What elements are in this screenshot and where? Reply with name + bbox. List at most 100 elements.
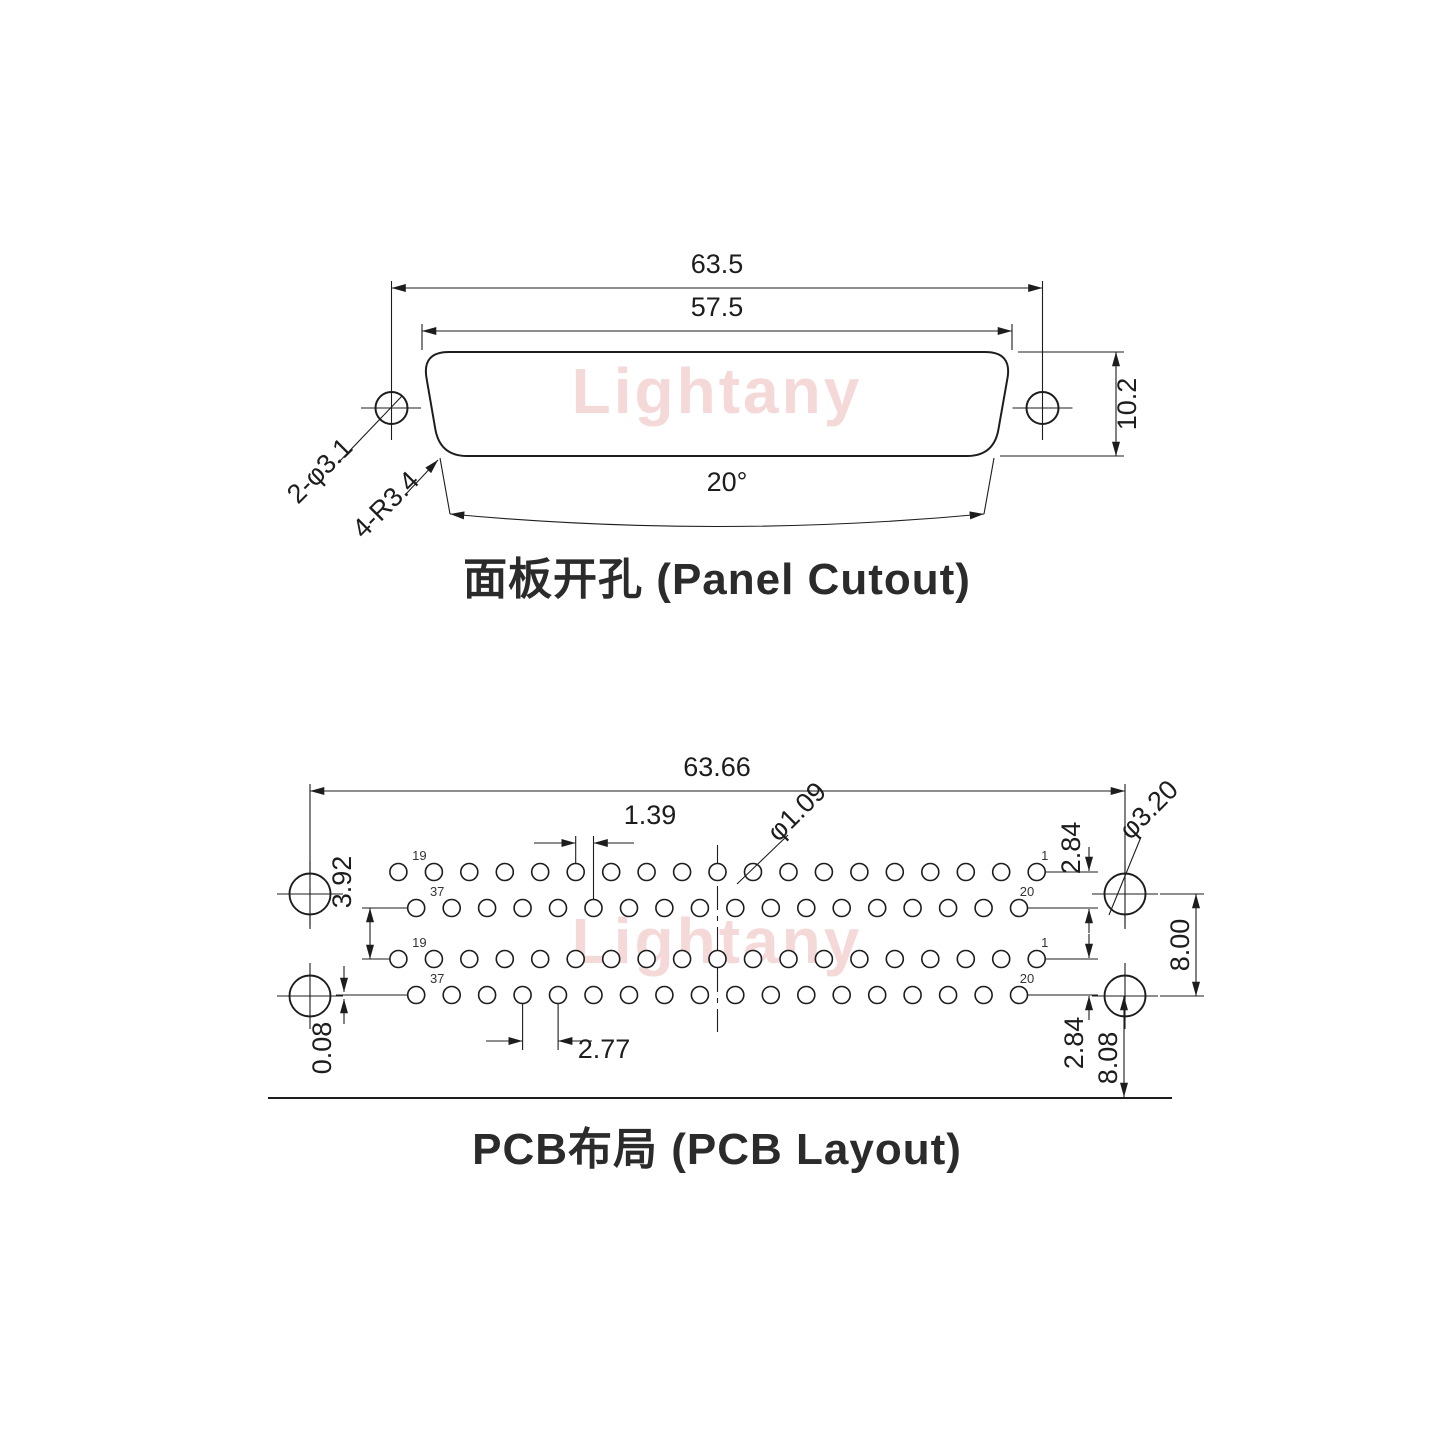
pin-hole: [601, 862, 621, 882]
pcb-row-offset-dim: 1.39: [624, 800, 677, 830]
panel-height-dim: 10.2: [1112, 378, 1142, 431]
pin-number-label-left: 19: [412, 935, 426, 950]
pin-hole: [779, 949, 798, 969]
angle-arc: [449, 511, 985, 528]
pin-hole: [743, 862, 763, 882]
pcb-mount-hole-top-left: [277, 861, 343, 927]
pin-hole: [761, 985, 781, 1005]
watermark-text: Lightany: [572, 355, 863, 427]
pin-hole: [442, 985, 462, 1005]
pin-hole: [903, 985, 922, 1005]
pin-hole: [991, 949, 1011, 969]
pin-hole: [991, 862, 1011, 882]
pin-hole: [796, 985, 816, 1005]
pin-number-label-left: 37: [430, 971, 444, 986]
pin-hole: [938, 985, 958, 1005]
pin-hole: [619, 898, 639, 918]
pin-hole: [1009, 985, 1029, 1005]
pcb-mount-hole-dia-label: φ3.20: [1113, 774, 1184, 845]
pin-hole: [566, 949, 586, 969]
pcb-row-gap-upper-dim: 2.84: [1056, 822, 1086, 875]
pcb-edge-distance-dim: 8.08: [1093, 1032, 1123, 1085]
pin-hole: [814, 949, 834, 969]
leader-line: [404, 459, 439, 496]
pin-hole: [903, 898, 922, 918]
pcb-mount-hole-top-right: [1092, 861, 1158, 927]
pcb-pin-hole-dia-label: φ1.09: [761, 776, 832, 847]
pcb-mount-hole-bottom-left: [277, 963, 343, 1029]
pin-hole: [867, 898, 887, 918]
pin-hole: [850, 949, 869, 969]
pin-number-label-left: 37: [430, 884, 444, 899]
pin-hole: [1027, 862, 1046, 882]
pin-hole: [885, 949, 905, 969]
pin-hole: [548, 985, 568, 1005]
pin-hole: [672, 949, 692, 969]
pin-hole: [974, 898, 993, 918]
pcb-layout-title: PCB布局 (PCB Layout): [472, 1125, 962, 1174]
pin-hole: [1027, 949, 1046, 969]
pin-hole: [708, 862, 727, 882]
pin-hole: [832, 898, 852, 918]
leader-line: [1108, 836, 1142, 916]
pin-hole: [832, 985, 852, 1005]
pcb-port-gap-dim: 3.92: [327, 856, 357, 909]
pin-hole: [655, 898, 674, 918]
pin-hole: [850, 862, 869, 882]
pin-hole: [655, 985, 674, 1005]
pin-hole: [584, 985, 603, 1005]
pcb-pin-pitch-dim: 2.77: [578, 1034, 631, 1064]
pin-number-label-right: 1: [1041, 935, 1048, 950]
pin-hole: [920, 949, 940, 969]
pin-hole: [530, 949, 550, 969]
pin-number-label-right: 1: [1041, 848, 1048, 863]
pin-hole: [513, 985, 532, 1005]
pin-hole: [477, 898, 497, 918]
pin-hole: [406, 898, 426, 918]
panel-angle-dim: 20°: [707, 467, 748, 497]
pin-hole: [619, 985, 639, 1005]
pin-hole: [672, 862, 692, 882]
panel-total-width-dim: 63.5: [691, 249, 744, 279]
pin-hole: [477, 985, 497, 1005]
pin-hole: [867, 985, 887, 1005]
pin-hole: [690, 985, 710, 1005]
panel-cutout-shape: [424, 351, 1010, 457]
pin-hole: [761, 898, 781, 918]
panel-cutout-title: 面板开孔 (Panel Cutout): [463, 555, 971, 604]
pin-hole: [637, 949, 656, 969]
pcb-mount-offset-dim: 0.08: [307, 1022, 337, 1075]
pin-hole: [424, 949, 444, 969]
pin-hole: [442, 898, 462, 918]
pin-hole: [974, 985, 993, 1005]
pin-hole: [495, 949, 515, 969]
pin-hole: [513, 898, 532, 918]
leader-line: [736, 834, 789, 885]
pin-hole: [530, 862, 550, 882]
panel-mount-hole-right: [1012, 391, 1073, 425]
pin-hole: [725, 898, 745, 918]
pin-hole: [956, 949, 976, 969]
pcb-mount-hole-bottom-right: [1092, 963, 1158, 1029]
pin-hole: [495, 862, 515, 882]
pin-hole: [743, 949, 763, 969]
angle-extension-line: [439, 457, 451, 515]
panel-cutout-width-dim: 57.5: [691, 292, 744, 322]
panel-cutout-view: Lightany 63.5 57.5 10.2 20°: [281, 249, 1142, 604]
pin-hole: [814, 862, 834, 882]
pin-hole: [389, 862, 408, 882]
pin-hole: [796, 898, 816, 918]
pin-hole: [601, 949, 621, 969]
pin-hole: [690, 898, 710, 918]
pin-hole: [424, 862, 444, 882]
pin-number-label-right: 20: [1020, 971, 1034, 986]
pin-hole: [566, 862, 586, 882]
angle-extension-line: [983, 457, 995, 515]
pcb-row-gap-lower-dim: 2.84: [1059, 1017, 1089, 1070]
pin-hole: [779, 862, 798, 882]
panel-mount-hole-label: 2-φ3.1: [281, 432, 358, 509]
leader-line: [337, 395, 403, 464]
